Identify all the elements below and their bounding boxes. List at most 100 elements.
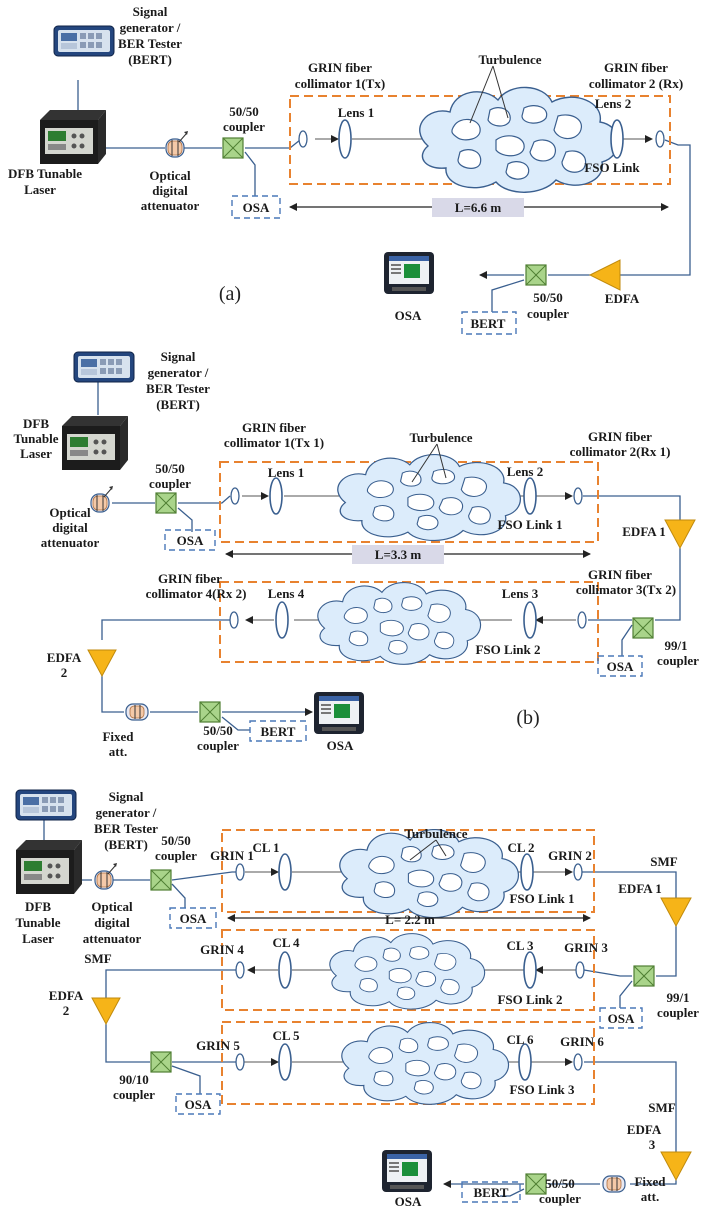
svg-text:90/10: 90/10	[119, 1072, 149, 1087]
lens-2-icon	[610, 119, 624, 159]
svg-text:50/50: 50/50	[533, 290, 563, 305]
osa-box	[164, 529, 216, 551]
coll-3-label-2: collimator 3(Tx 2)	[576, 582, 676, 597]
grin-4-label: GRIN 4	[200, 942, 244, 957]
svg-text:digital: digital	[52, 520, 88, 535]
svg-text:Lens 2: Lens 2	[507, 464, 543, 479]
svg-text:(BERT): (BERT)	[104, 837, 148, 852]
coll-3-label-1: GRIN fiber	[588, 567, 652, 582]
att-label-1: Optical	[149, 168, 191, 183]
edfa-1-icon	[664, 519, 696, 550]
att-label-2: digital	[94, 915, 130, 930]
siggen-label-1: Signal	[109, 789, 144, 804]
osa-box-2-label: OSA	[607, 659, 634, 674]
svg-text:99/1: 99/1	[666, 990, 689, 1005]
svg-text:GRIN fiber: GRIN fiber	[588, 567, 652, 582]
siggen-label-2: generator /	[96, 805, 157, 820]
grin-6-label: GRIN 6	[560, 1034, 604, 1049]
svg-text:Signal: Signal	[161, 349, 196, 364]
svg-text:EDFA: EDFA	[47, 650, 82, 665]
svg-text:GRIN 3: GRIN 3	[564, 940, 608, 955]
svg-text:CL 3: CL 3	[506, 938, 534, 953]
siggen-label-4: (BERT)	[104, 837, 148, 852]
bert-box-label: BERT	[474, 1185, 509, 1200]
fso-link-2-enclosure	[221, 929, 595, 1011]
svg-text:Turbulence: Turbulence	[478, 52, 541, 67]
cl-2-label: CL 2	[507, 840, 534, 855]
signal-generator-icon	[15, 789, 77, 821]
edfa-2-icon	[87, 649, 117, 678]
laser-label-2: Laser	[24, 182, 56, 197]
svg-text:GRIN 1: GRIN 1	[210, 848, 254, 863]
svg-text:attenuator: attenuator	[141, 198, 200, 213]
cl-1-icon	[278, 853, 292, 891]
bert-box-label: BERT	[261, 724, 296, 739]
osa-device-label: OSA	[327, 738, 354, 753]
smf-1-label: SMF	[650, 854, 678, 869]
svg-text:Laser: Laser	[20, 446, 52, 461]
osa-device-icon	[384, 252, 434, 294]
laser-label-1: DFB	[25, 899, 51, 914]
cl-1-label: CL 1	[252, 840, 279, 855]
svg-text:SMF: SMF	[648, 1100, 676, 1115]
svg-text:coupler: coupler	[155, 848, 197, 863]
coupler-99-1-icon	[633, 965, 655, 987]
cl-3-label: CL 3	[506, 938, 534, 953]
coll-4-label-2: collimator 4(Rx 2)	[146, 586, 247, 601]
siggen-label-3: BER Tester	[118, 36, 182, 51]
svg-text:BERT: BERT	[474, 1185, 509, 1200]
svg-text:BER Tester: BER Tester	[146, 381, 210, 396]
coupler-bottom-label-2: coupler	[539, 1191, 581, 1206]
osa-box-3-label: OSA	[185, 1097, 212, 1112]
svg-text:coupler: coupler	[527, 306, 569, 321]
coupler-label-1: 50/50	[229, 104, 259, 119]
coupler-99-1-icon	[632, 617, 654, 639]
fso-link-2-label: FSO Link 2	[475, 642, 540, 657]
coupler-label-1: 50/50	[161, 833, 191, 848]
coll-1-label-1: GRIN fiber	[242, 420, 306, 435]
svg-text:Lens 1: Lens 1	[338, 105, 374, 120]
bert-box	[461, 1181, 521, 1203]
fso-link-2-label: FSO Link 2	[497, 992, 562, 1007]
svg-text:Tunable: Tunable	[13, 431, 58, 446]
edfa-label: EDFA	[605, 291, 640, 306]
svg-text:EDFA: EDFA	[49, 988, 84, 1003]
svg-text:generator /: generator /	[148, 365, 209, 380]
turbulence-label: Turbulence	[404, 826, 467, 841]
coll-4-label-1: GRIN fiber	[158, 571, 222, 586]
svg-text:FSO Link 2: FSO Link 2	[475, 642, 540, 657]
edfa-1-icon	[660, 897, 692, 928]
svg-text:Tunable: Tunable	[15, 915, 60, 930]
svg-text:50/50: 50/50	[229, 104, 259, 119]
att-label-3: attenuator	[83, 931, 142, 946]
coupler-label-1: 50/50	[155, 461, 185, 476]
coupler-label-2: coupler	[223, 119, 265, 134]
cl-2-icon	[520, 853, 534, 891]
svg-text:DFB: DFB	[25, 899, 51, 914]
svg-text:EDFA: EDFA	[627, 1122, 662, 1137]
turbulence-label: Turbulence	[409, 430, 472, 445]
coupler-99-label-1: 99/1	[666, 990, 689, 1005]
svg-text:Optical: Optical	[49, 505, 91, 520]
svg-text:BER Tester: BER Tester	[94, 821, 158, 836]
turbulence-cloud-1-icon	[337, 453, 522, 542]
dfb-laser-icon	[40, 110, 106, 164]
svg-text:collimator 2 (Rx): collimator 2 (Rx)	[589, 76, 683, 91]
grin-2-label: GRIN 2	[548, 848, 592, 863]
svg-text:Signal: Signal	[109, 789, 144, 804]
svg-text:2: 2	[61, 665, 68, 680]
svg-text:99/1: 99/1	[664, 638, 687, 653]
fixed-att-icon	[125, 703, 149, 721]
svg-text:50/50: 50/50	[155, 461, 185, 476]
svg-text:coupler: coupler	[657, 653, 699, 668]
coll-rx-label-2: collimator 2 (Rx)	[589, 76, 683, 91]
svg-text:OSA: OSA	[327, 738, 354, 753]
svg-text:OSA: OSA	[395, 1194, 422, 1207]
osa-device-icon	[314, 692, 364, 734]
fso-link-3-label: FSO Link 3	[509, 1082, 575, 1097]
lens-1-label: Lens 1	[268, 465, 304, 480]
svg-text:BER Tester: BER Tester	[118, 36, 182, 51]
svg-text:Optical: Optical	[149, 168, 191, 183]
svg-text:L=3.3 m: L=3.3 m	[375, 547, 422, 562]
collimator-2-icon	[573, 487, 583, 505]
